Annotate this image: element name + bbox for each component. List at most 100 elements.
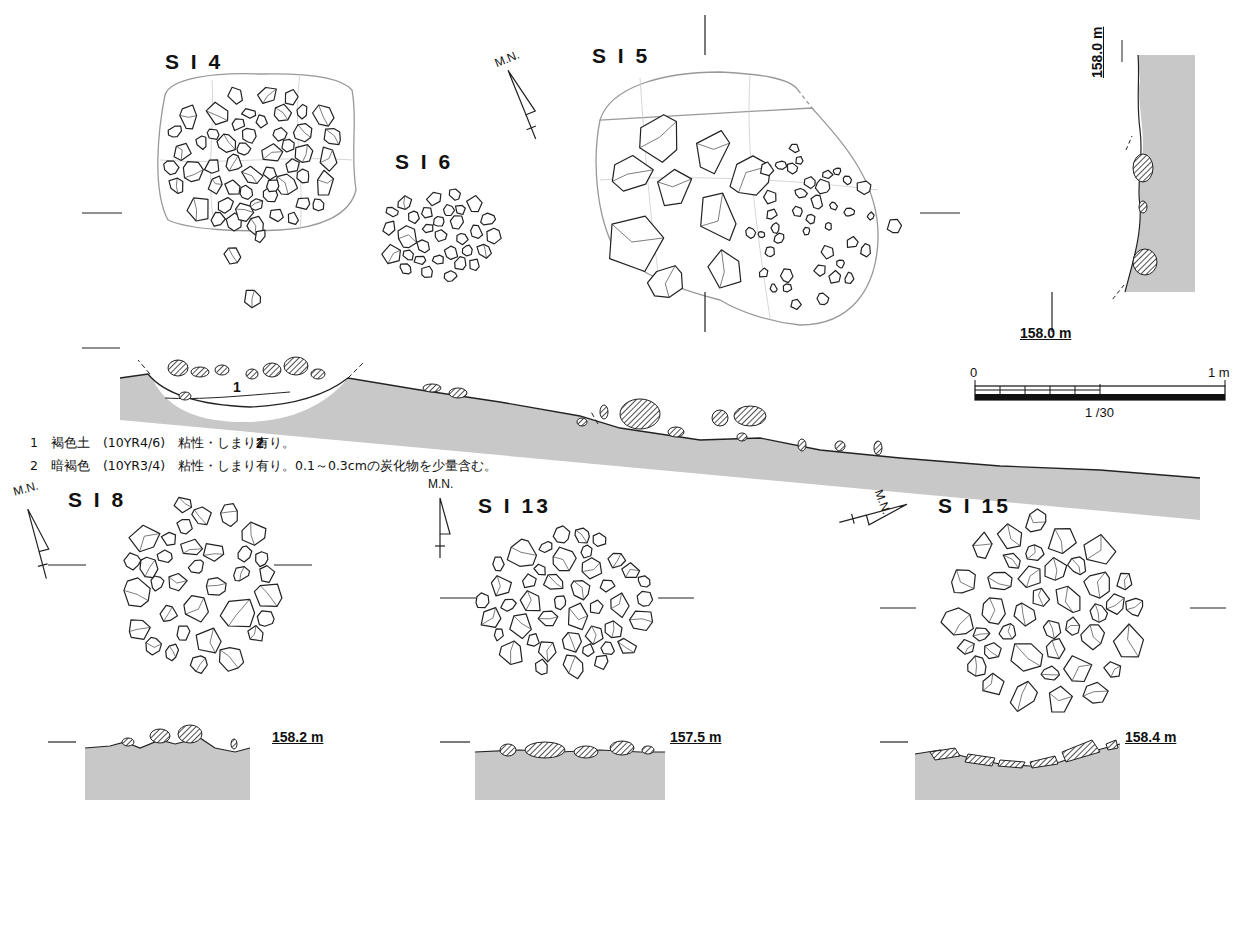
stone — [1048, 529, 1076, 554]
stone — [242, 522, 266, 545]
stone — [591, 600, 604, 613]
stone — [789, 144, 799, 152]
stone — [760, 268, 768, 277]
stone — [1003, 553, 1020, 568]
stone — [595, 655, 608, 669]
stone-facet — [1083, 691, 1108, 696]
stone — [471, 225, 483, 238]
stone — [255, 230, 265, 243]
stone — [968, 656, 986, 676]
stone — [258, 88, 277, 104]
stone — [207, 129, 219, 139]
stone — [825, 223, 831, 231]
stone — [520, 591, 540, 611]
stone — [181, 539, 203, 554]
stone — [600, 580, 615, 592]
stone — [791, 299, 801, 309]
stone-facet — [989, 598, 995, 623]
feature-label: S I 13 — [478, 494, 551, 517]
stone-facet — [574, 581, 584, 600]
stone — [477, 244, 491, 258]
stone — [618, 638, 637, 653]
stone — [205, 160, 219, 173]
north-arrow — [23, 507, 56, 580]
stone-section — [500, 741, 654, 758]
stone-facet — [1039, 588, 1044, 606]
stone — [467, 196, 483, 212]
stone-facet — [229, 599, 250, 626]
stone-facet — [1054, 558, 1057, 581]
stone — [282, 139, 294, 152]
stone-facet — [665, 266, 675, 298]
stone-facet — [511, 547, 536, 555]
stone — [270, 209, 284, 221]
stone-facet — [526, 591, 531, 611]
grid-line — [160, 74, 354, 230]
elevation-label: 158.0 m — [1020, 326, 1071, 341]
stone — [1066, 617, 1080, 635]
stone-facet — [1055, 529, 1063, 554]
north-label: M.N. — [12, 479, 40, 498]
stone — [470, 259, 479, 270]
stone-section — [930, 740, 1118, 768]
stone-facet — [263, 152, 283, 160]
stone-facet — [985, 646, 999, 657]
stone — [476, 593, 489, 608]
stone — [539, 642, 557, 662]
stone-facet — [1072, 559, 1081, 575]
stone — [435, 230, 447, 242]
stone-facet — [224, 134, 236, 150]
stone-facet — [613, 554, 622, 568]
stone — [286, 159, 299, 173]
scale-bar — [975, 380, 1225, 400]
stone-facet — [186, 598, 204, 614]
stone-facet — [973, 634, 990, 637]
stone-facet — [242, 172, 257, 184]
stone-facet — [569, 608, 588, 619]
stone — [398, 196, 412, 210]
stone-facet — [1027, 545, 1035, 559]
stone — [444, 205, 455, 216]
stone-facet — [1126, 601, 1142, 610]
stone — [382, 244, 401, 263]
stone — [601, 642, 615, 655]
stone — [1084, 572, 1110, 598]
stone — [313, 199, 324, 211]
stone — [887, 219, 901, 232]
stone-facet — [576, 530, 588, 543]
layer-note: 1 褐色土 (10YR4/6) 粘性・しまり有り。 — [30, 436, 295, 450]
stone — [422, 224, 432, 232]
stone — [701, 193, 736, 240]
stone — [637, 591, 652, 606]
stone — [157, 550, 172, 563]
stone — [177, 626, 190, 640]
stone-facet — [236, 209, 254, 213]
elevation-label: 158.2 m — [272, 730, 323, 745]
stone — [952, 570, 976, 593]
stone — [770, 284, 777, 292]
stone — [422, 208, 433, 218]
stone — [456, 205, 466, 214]
stone — [237, 143, 251, 155]
stone — [190, 656, 207, 674]
stone — [232, 119, 245, 131]
stone-facet — [547, 643, 553, 662]
stone — [169, 178, 183, 193]
stone — [256, 115, 267, 128]
stone — [764, 190, 776, 204]
stone — [297, 104, 307, 119]
elevation-label: 157.5 m — [670, 730, 721, 745]
stone — [767, 209, 777, 219]
stone — [1106, 594, 1124, 615]
stone — [481, 608, 501, 628]
stone — [814, 265, 825, 276]
stone-facet — [179, 497, 192, 507]
stone-facet — [954, 615, 970, 636]
soil-section — [85, 738, 250, 800]
stone-facet — [538, 617, 558, 619]
stone — [245, 290, 261, 307]
stone — [867, 212, 874, 220]
stone — [605, 621, 622, 638]
stone — [581, 545, 592, 558]
stone — [124, 578, 150, 607]
